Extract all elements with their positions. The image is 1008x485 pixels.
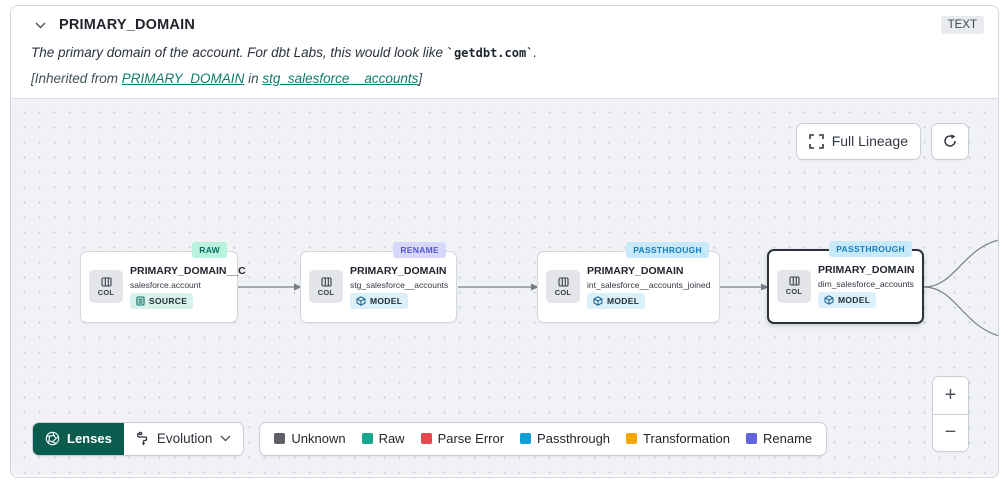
source-icon (136, 296, 145, 306)
inherited-middle: in (244, 70, 263, 86)
node-subtitle: dim_salesforce_accounts (818, 279, 914, 290)
evolution-badge-rename: RENAME (393, 241, 446, 258)
legend-label: Transformation (643, 431, 730, 447)
legend-label: Unknown (291, 431, 346, 447)
inherited-column-link[interactable]: PRIMARY_DOMAIN (121, 70, 245, 86)
full-lineage-label: Full Lineage (831, 133, 908, 150)
column-icon (557, 277, 569, 287)
legend-label: Raw (378, 431, 405, 447)
lenses-label: Lenses (67, 431, 112, 447)
inherited-note: [Inherited from PRIMARY_DOMAIN in stg_sa… (31, 71, 984, 86)
column-lineage-panel: PRIMARY_DOMAIN TEXT The primary domain o… (10, 5, 999, 478)
zoom-controls: + − (932, 375, 969, 452)
description-suffix: . (533, 45, 538, 60)
lineage-node-dim-selected[interactable]: PASSTHROUGH COL PRIMARY_DOMAIN dim_sales… (767, 240, 924, 324)
evolution-badge-passthrough: PASSTHROUGH (626, 241, 709, 258)
legend-item-raw: Raw (361, 431, 405, 447)
legend-label: Rename (762, 431, 813, 447)
column-chip: COL (777, 269, 811, 303)
col-chip-label: COL (97, 287, 115, 297)
data-type-badge: TEXT (940, 16, 984, 34)
legend-swatch (420, 433, 432, 445)
model-icon (593, 295, 603, 306)
col-chip-label: COL (317, 287, 335, 297)
aperture-icon (45, 431, 60, 446)
legend-swatch (361, 433, 373, 445)
col-chip-label: COL (785, 287, 803, 297)
column-icon (788, 276, 800, 286)
lens-selected-label: Evolution (156, 431, 213, 447)
legend-swatch (274, 433, 286, 445)
resource-kind-tag: MODEL (350, 292, 409, 309)
lens-dropdown[interactable]: Evolution (123, 422, 244, 455)
refresh-icon (944, 134, 956, 147)
resource-kind-label: MODEL (607, 295, 640, 306)
legend-label: Passthrough (537, 431, 611, 447)
description-code: `getdbt.com` (446, 46, 534, 60)
node-title: PRIMARY_DOMAIN (587, 264, 684, 277)
lens-toolbar: Lenses Evolution Unknow (32, 421, 828, 456)
node-subtitle: int_salesforce__accounts_joined (587, 279, 711, 290)
column-chip: COL (546, 270, 580, 304)
lineage-node-int[interactable]: PASSTHROUGH COL PRIMARY_DOMAIN int_sales… (537, 241, 720, 323)
col-chip-label: COL (554, 287, 572, 297)
legend-item-unknown: Unknown (274, 431, 346, 447)
node-title: PRIMARY_DOMAIN__C (130, 264, 246, 277)
legend-item-transformation: Transformation (626, 431, 730, 446)
collapse-chevron-down-icon[interactable] (31, 16, 49, 34)
column-icon (100, 277, 112, 287)
resource-kind-tag: MODEL (818, 292, 877, 309)
lenses-button[interactable]: Lenses (33, 422, 124, 455)
resource-kind-tag: SOURCE (130, 292, 194, 309)
refresh-button[interactable] (931, 122, 969, 160)
legend-item-rename: Rename (745, 431, 813, 447)
canvas-controls: Full Lineage (795, 122, 969, 160)
legend-swatch (520, 433, 532, 445)
lineage-node-stg[interactable]: RENAME COL PRIMARY_DOMAIN stg_salesforce… (300, 241, 457, 323)
column-chip: COL (89, 270, 123, 304)
node-title: PRIMARY_DOMAIN (350, 264, 447, 277)
column-icon (320, 277, 332, 287)
zoom-in-button[interactable]: + (933, 376, 968, 414)
zoom-out-button[interactable]: − (933, 413, 968, 451)
legend-swatch (626, 433, 638, 445)
legend-item-passthrough: Passthrough (520, 431, 610, 446)
node-subtitle: salesforce.account (130, 279, 201, 290)
column-chip: COL (309, 270, 343, 304)
inherited-model-link[interactable]: stg_salesforce__accounts (262, 70, 419, 86)
description-text: The primary domain of the account. For d… (31, 45, 447, 60)
resource-kind-label: MODEL (838, 295, 871, 306)
lineage-node-source[interactable]: RAW COL PRIMARY_DOMAIN__C salesforce.acc… (80, 241, 246, 323)
lens-selector-group: Lenses Evolution (32, 421, 245, 456)
column-description: The primary domain of the account. For d… (31, 43, 984, 63)
column-details-header: PRIMARY_DOMAIN TEXT The primary domain o… (11, 6, 998, 98)
route-icon (136, 431, 148, 446)
evolution-badge-passthrough: PASSTHROUGH (829, 240, 912, 257)
legend-item-parse-error: Parse Error (420, 431, 505, 447)
full-lineage-button[interactable]: Full Lineage (795, 122, 921, 160)
chevron-down-icon (220, 435, 231, 442)
model-icon (356, 295, 366, 306)
evolution-badge-raw: RAW (192, 241, 227, 258)
model-icon (824, 295, 834, 305)
resource-kind-label: SOURCE (149, 295, 188, 306)
node-title: PRIMARY_DOMAIN (818, 264, 915, 277)
legend-swatch (745, 433, 757, 445)
inherited-suffix: ] (418, 70, 423, 86)
legend-label: Parse Error (437, 431, 505, 447)
node-subtitle: stg_salesforce__accounts (350, 279, 449, 290)
lineage-canvas[interactable]: Full Lineage RAW COL PRIMARY_DOMAIN__C s… (11, 97, 998, 475)
resource-kind-tag: MODEL (587, 292, 646, 309)
resource-kind-label: MODEL (370, 295, 403, 306)
evolution-legend: Unknown Raw Parse Error Passthrough Tran… (259, 421, 828, 456)
expand-icon (808, 133, 824, 149)
inherited-prefix: [Inherited from (31, 70, 122, 86)
column-title: PRIMARY_DOMAIN (59, 17, 195, 33)
